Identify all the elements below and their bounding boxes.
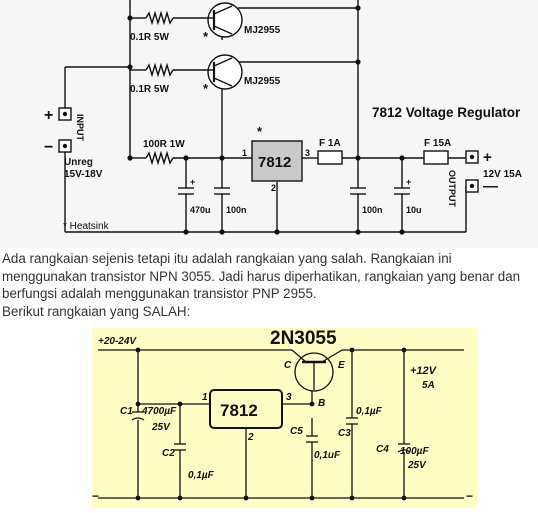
input-voltage-label: +20-24V (98, 336, 137, 347)
regulator-7812-wrong (209, 389, 283, 429)
wrong-circuit-svg: +20-24V 2N3055 C E B +12V 5A 7812 1 3 2 … (92, 328, 473, 503)
star-mark-1: * (203, 29, 209, 44)
c3-name: C3 (338, 428, 351, 439)
c1-value: 4700µF (141, 406, 177, 417)
cap-plus-1: + (190, 177, 195, 187)
transistor-label-2: MJ2955 (244, 76, 281, 87)
wrong-circuit-schematic: +20-24V 2N3055 C E B +12V 5A 7812 1 3 2 … (92, 328, 477, 508)
transistor-name: 2N3055 (270, 328, 337, 349)
cap-label-10u: 10u (406, 205, 422, 215)
c5-value: 0,1uF (314, 450, 341, 461)
cap-label-100n-1: 100n (226, 205, 247, 215)
regulator-label-wrong: 7812 (220, 401, 258, 420)
regulator-7812 (251, 140, 303, 182)
ground-minus-left: − (92, 489, 99, 503)
regulator-label: 7812 (258, 154, 291, 171)
c5-name: C5 (290, 426, 303, 437)
input-voltage-line1: Unreg (64, 157, 93, 168)
reg-pin-1: 1 (242, 148, 247, 158)
star-mark-3: * (257, 124, 263, 139)
correct-circuit-schematic: 0.1R 5W 0.1R 5W MJ2955 MJ2955 * * * 100R… (0, 0, 538, 248)
transistor-label-1: MJ2955 (244, 25, 281, 36)
c1-name: C1 (120, 406, 133, 417)
reg-pin-2: 2 (271, 183, 276, 193)
c2-name: C2 (162, 448, 175, 459)
output-voltage-label: +12V (410, 365, 438, 377)
pin-c-label: C (284, 360, 292, 371)
output-rating: 12V 15A (483, 169, 522, 180)
circuit-title: 7812 Voltage Regulator (372, 105, 521, 120)
pin-e-label: E (338, 360, 345, 371)
transistor-2n3055 (291, 349, 343, 392)
c4-value: 100µF (400, 446, 429, 457)
junction-dots (127, 5, 405, 235)
c4-voltage: 25V (407, 460, 427, 471)
fuse-label-1: F 1A (319, 138, 341, 149)
pin-b-label: B (318, 398, 325, 409)
bias-resistor-label: 100R 1W (143, 139, 185, 150)
wrong-reg-pin-3: 3 (286, 392, 292, 403)
wrong-junction-dots (135, 347, 407, 501)
output-plus: + (483, 149, 492, 166)
input-plus: + (44, 107, 53, 124)
article-text: Ada rangkaian sejenis tetapi itu adalah … (2, 250, 536, 320)
star-mark-2: * (203, 81, 209, 96)
wrong-reg-pin-1: 1 (202, 392, 208, 403)
input-voltage-line2: 15V-18V (64, 169, 103, 180)
transistor-q2 (206, 54, 243, 90)
cap-plus-2: + (406, 177, 411, 187)
output-current-label: 5A (422, 380, 435, 391)
wrong-circuit-wires (98, 349, 464, 499)
c2-value: 0,1µF (188, 470, 215, 481)
terminals (58, 107, 479, 193)
wrong-reg-pin-2: 2 (247, 432, 254, 443)
fuse-label-2: F 15A (424, 138, 451, 149)
c3-value: 0,1µF (356, 406, 383, 417)
c1-voltage: 25V (151, 422, 171, 433)
terminal-dots (62, 111, 475, 189)
correct-circuit-svg: 0.1R 5W 0.1R 5W MJ2955 MJ2955 * * * 100R… (44, 0, 522, 235)
heatsink-footnote: * Heatsink (63, 221, 110, 232)
output-label: OUTPUT (447, 170, 457, 208)
article-paragraph-2: Berikut rangkaian yang SALAH: (2, 303, 191, 319)
article-paragraph-1: Ada rangkaian sejenis tetapi itu adalah … (2, 251, 521, 301)
circuit-wires (64, 0, 467, 233)
resistor-label-2: 0.1R 5W (130, 84, 169, 95)
input-label: INPUT (75, 114, 85, 142)
resistor-label-1: 0.1R 5W (130, 32, 169, 43)
transistor-q1 (206, 2, 243, 38)
ground-minus-right: − (466, 489, 473, 503)
output-minus: — (483, 178, 498, 195)
cap-label-470u: 470u (190, 205, 211, 215)
cap-label-100n-2: 100n (362, 205, 383, 215)
input-minus: − (44, 139, 53, 156)
reg-pin-3: 3 (305, 148, 310, 158)
c4-name: C4 (376, 444, 389, 455)
